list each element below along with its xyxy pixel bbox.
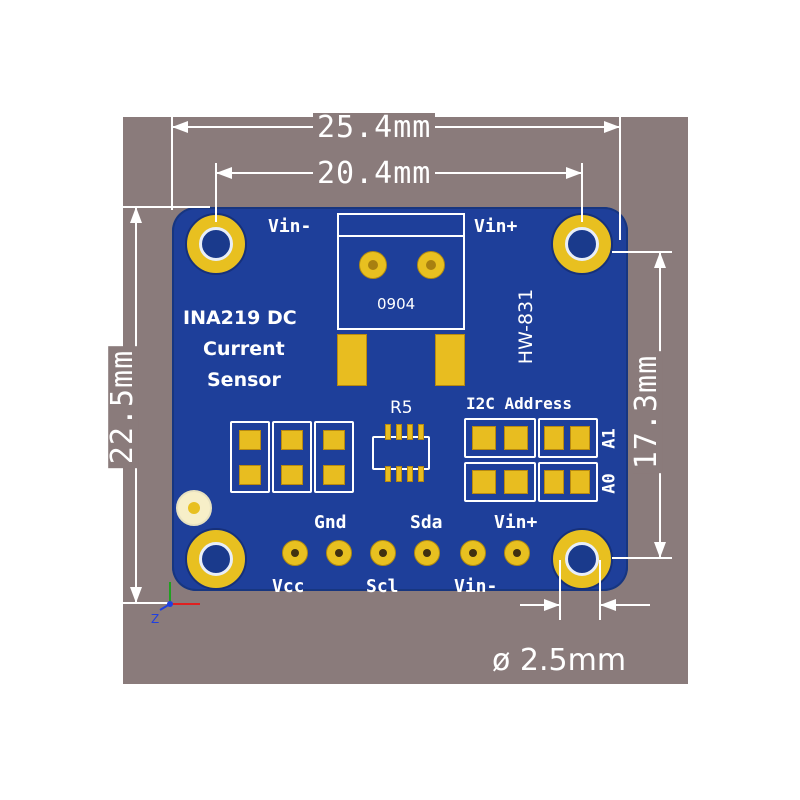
header-pin-vcc [282, 540, 308, 566]
jumper-a0-left-pad-2 [504, 470, 528, 494]
smd-footprint-2 [272, 421, 312, 493]
terminal-smd-pad-right [435, 334, 465, 386]
header-pin-vin-minus [460, 540, 486, 566]
dim-text-width-outer: 25.4mm [313, 113, 436, 143]
terminal-part-label: 0904 [377, 295, 416, 313]
axis-gizmo [159, 582, 200, 611]
jumper-a0-left-pad-1 [472, 470, 496, 494]
pcb-board [172, 207, 628, 591]
screw-terminal: 0904 [337, 213, 465, 330]
mounting-hole-top-right [551, 213, 613, 275]
axis-z-label: Z [151, 612, 160, 626]
ic-pad-top-3 [407, 424, 413, 440]
terminal-label-vin-minus: Vin- [268, 216, 312, 237]
terminal-pad-right [417, 251, 445, 279]
dim-text-height-outer: 22.5mm [105, 345, 140, 469]
jumper-a1-left-pad-2 [504, 426, 528, 450]
smd-pad-2a [281, 430, 303, 450]
ic-pad-top-1 [385, 424, 391, 440]
mounting-hole-top-left [185, 213, 247, 275]
header-pin-scl [370, 540, 396, 566]
jumper-a0-right-pad-1 [544, 470, 564, 494]
pin-label-vcc: Vcc [272, 576, 305, 597]
fiducial-mark [176, 490, 212, 526]
board-title-line-2: Current [203, 338, 285, 360]
ic-pad-bottom-2 [396, 466, 402, 482]
header-pin-vin-plus [504, 540, 530, 566]
jumper-a1-right-pad-2 [570, 426, 590, 450]
header-pin-sda [414, 540, 440, 566]
jumper-a0-right [538, 462, 598, 502]
header-pin-gnd [326, 540, 352, 566]
pin-label-vin-plus: Vin+ [494, 512, 538, 533]
ic-pad-top-2 [396, 424, 402, 440]
terminal-label-vin-plus: Vin+ [474, 216, 518, 237]
mounting-hole-bottom-left [185, 528, 247, 590]
board-title-line-1: INA219 DC [183, 307, 297, 329]
jumper-a1-right-pad-1 [544, 426, 564, 450]
jumper-a1-left-pad-1 [472, 426, 496, 450]
pin-label-gnd: Gnd [314, 512, 347, 533]
terminal-smd-pad-left [337, 334, 367, 386]
smd-pad-2b [281, 465, 303, 485]
pin-label-vin-minus: Vin- [454, 576, 498, 597]
smd-pad-1b [239, 465, 261, 485]
mounting-hole-bottom-right [551, 528, 613, 590]
ic-pad-bottom-3 [407, 466, 413, 482]
terminal-pad-left [359, 251, 387, 279]
dim-text-height-holes: 17.3mm [629, 350, 664, 474]
terminal-top-line [339, 235, 463, 237]
jumper-a1-left [464, 418, 536, 458]
smd-footprint-1 [230, 421, 270, 493]
jumper-a0-left [464, 462, 536, 502]
ic-pad-top-4 [418, 424, 424, 440]
pin-label-sda: Sda [410, 512, 443, 533]
dim-text-hole-diameter: ø 2.5mm [492, 643, 627, 678]
jumper-a1-right [538, 418, 598, 458]
smd-footprint-3 [314, 421, 354, 493]
pin-label-scl: Scl [366, 576, 399, 597]
ic-pad-bottom-1 [385, 466, 391, 482]
i2c-address-label: I2C Address [466, 394, 572, 413]
board-title-line-3: Sensor [207, 369, 281, 391]
resistor-label: R5 [390, 398, 413, 418]
ic-pad-bottom-4 [418, 466, 424, 482]
dim-text-width-holes: 20.4mm [313, 159, 436, 189]
smd-pad-1a [239, 430, 261, 450]
smd-pad-3a [323, 430, 345, 450]
jumper-a0-right-pad-2 [570, 470, 590, 494]
smd-pad-3b [323, 465, 345, 485]
